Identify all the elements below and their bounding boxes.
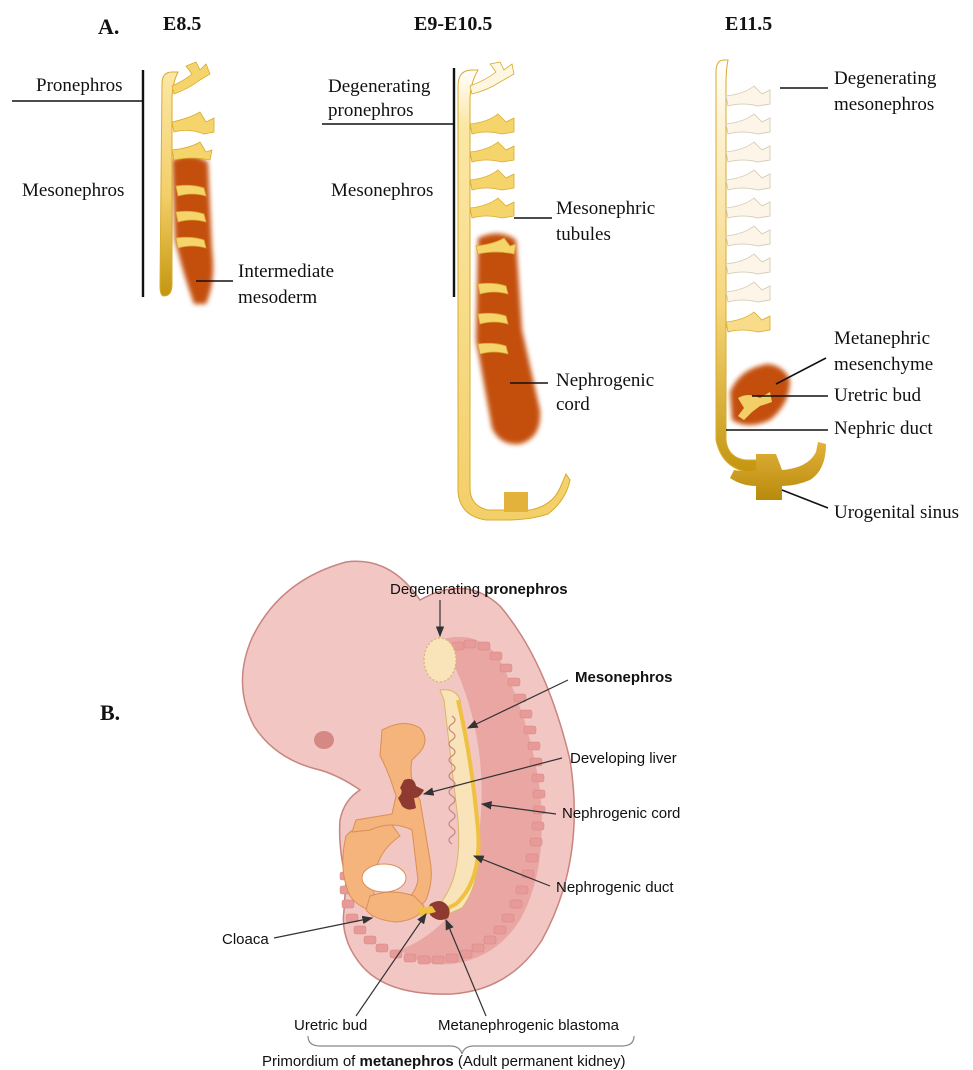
label-nephrogenic-cord-b: Nephrogenic cord — [562, 805, 680, 822]
embryo-eye — [314, 731, 334, 749]
label-pronephros: Pronephros — [36, 75, 123, 96]
label-mesonephric: Mesonephric — [556, 198, 655, 219]
pronephric-tubules — [172, 62, 214, 160]
embryo-tail-opening — [362, 864, 406, 892]
stage1-illustration — [160, 62, 214, 304]
label-degenerating-pronephros-line1: Degenerating — [328, 76, 431, 97]
primordium-brace — [308, 1036, 634, 1054]
stage3-illustration — [716, 60, 826, 500]
degenerating-mesonephric-tubules — [726, 86, 770, 302]
stage-label-e8-5: E8.5 — [163, 13, 201, 35]
label-metanephrogenic-blastoma: Metanephrogenic blastoma — [438, 1017, 620, 1034]
label-nephric-duct: Nephric duct — [834, 418, 933, 439]
label-primordium-metanephros: Primordium of metanephros (Adult permane… — [262, 1053, 626, 1070]
urogenital-bud-e9 — [504, 492, 528, 512]
label-cloaca: Cloaca — [222, 931, 269, 948]
label-urogenital-sinus: Urogenital sinus — [834, 502, 959, 523]
urogenital-sinus — [730, 442, 826, 500]
label-degenerating-pronephros-b: Degenerating pronephros — [390, 581, 568, 598]
stage-label-e9-e10-5: E9-E10.5 — [414, 13, 492, 35]
label-degenerating-pronephros-line2: pronephros — [328, 100, 413, 121]
degenerating-pronephric-tubules — [470, 62, 514, 94]
label-cord: cord — [556, 394, 590, 415]
nephrogenic-cord — [476, 233, 540, 444]
label-developing-liver: Developing liver — [570, 750, 677, 767]
label-nephrogenic: Nephrogenic — [556, 370, 654, 391]
label-mesonephros-b: Mesonephros — [575, 669, 673, 686]
label-degenerating-e11-line2: mesonephros — [834, 94, 934, 115]
label-tubules: tubules — [556, 224, 611, 245]
stage2-illustration — [458, 62, 570, 520]
panel-a-label: A. — [98, 14, 119, 39]
label-mesonephros-e8-5: Mesonephros — [22, 180, 124, 201]
label-degenerating-e11-line1: Degenerating — [834, 68, 937, 89]
label-mesenchyme: mesenchyme — [834, 354, 933, 375]
label-uretric-bud-b: Uretric bud — [294, 1017, 367, 1034]
urogenital-sinus-pointer — [782, 490, 828, 508]
embryo-illustration — [242, 561, 574, 994]
embryo-pronephros — [424, 638, 456, 682]
stage-label-e11-5: E11.5 — [725, 13, 772, 35]
label-intermediate: Intermediate — [238, 261, 334, 282]
mesonephric-tubules-e11-5 — [726, 312, 770, 332]
label-uretric-bud-e11: Uretric bud — [834, 385, 922, 406]
label-metanephric: Metanephric — [834, 328, 930, 349]
panel-b-label: B. — [100, 700, 120, 725]
label-nephrogenic-duct-b: Nephrogenic duct — [556, 879, 674, 896]
label-mesoderm: mesoderm — [238, 287, 317, 308]
label-mesonephros-e9: Mesonephros — [331, 180, 433, 201]
